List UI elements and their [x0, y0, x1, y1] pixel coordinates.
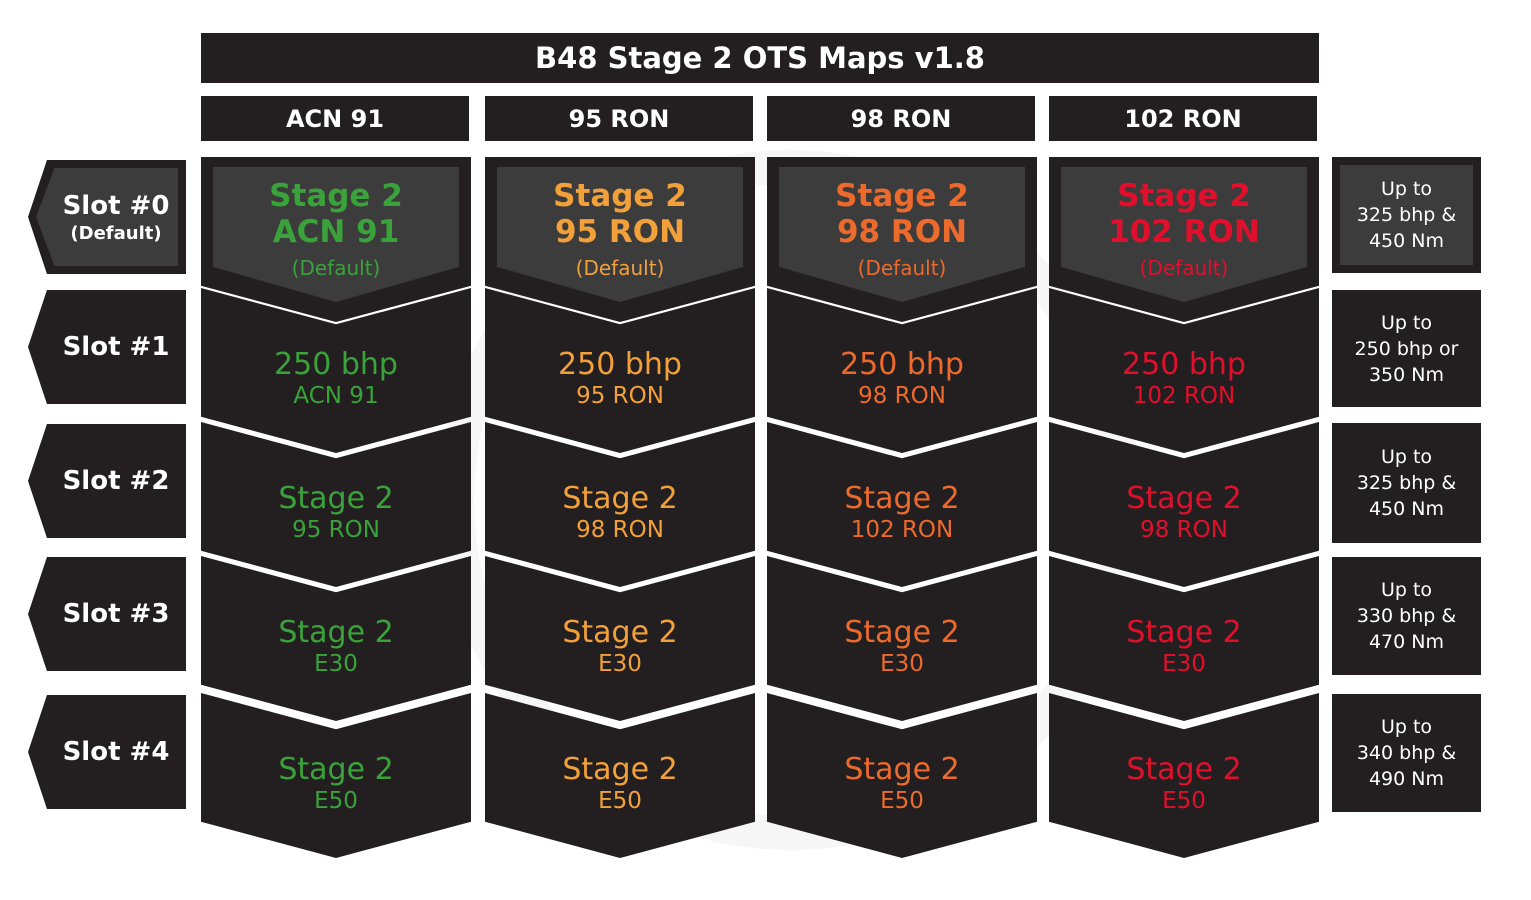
default-note: (Default): [857, 256, 947, 280]
map-fuel: ACN 91: [293, 383, 379, 409]
slot-name: Slot #0: [62, 190, 170, 221]
map-name: Stage 2: [844, 752, 960, 787]
map-name: Stage 2: [278, 752, 394, 787]
slot-name: Slot #2: [62, 466, 170, 496]
map-fuel: E30: [598, 651, 642, 677]
slot-0-fill: [36, 168, 178, 266]
default-note: (Default): [291, 256, 381, 280]
map-fuel: 102 RON: [850, 517, 954, 543]
slot-4-shape: [28, 695, 186, 809]
map-fuel: 95 RON: [576, 383, 664, 409]
map-fuel: 98 RON: [1140, 517, 1228, 543]
map-name: 250 bhp: [1122, 347, 1246, 382]
map-fuel: E50: [880, 788, 924, 814]
slot-label-3: Slot #3: [28, 557, 186, 671]
map-fuel: 102 RON: [1132, 383, 1236, 409]
slot-default-note: (Default): [70, 222, 162, 244]
power-spec-slot-3: Up to 330 bhp & 470 Nm: [1332, 557, 1481, 675]
column-header-2: 95 RON: [485, 96, 753, 141]
map-fuel: 98 RON: [858, 383, 946, 409]
slot-label-2: Slot #2: [28, 424, 186, 538]
page-title: B48 Stage 2 OTS Maps v1.8: [201, 33, 1319, 83]
map-name: 250 bhp: [840, 347, 964, 382]
default-note: (Default): [1139, 256, 1229, 280]
map-fuel: E50: [314, 788, 358, 814]
map-name: Stage 2: [562, 752, 678, 787]
column-header-3: 98 RON: [767, 96, 1035, 141]
slot-name: Slot #3: [62, 599, 170, 629]
map-name: Stage 2: [269, 178, 403, 214]
map-fuel: E30: [1162, 651, 1206, 677]
default-note: (Default): [575, 256, 665, 280]
map-name: Stage 2: [562, 615, 678, 650]
power-spec-slot-2: Up to 325 bhp & 450 Nm: [1332, 423, 1481, 543]
slot-name: Slot #1: [62, 332, 170, 362]
power-spec-slot-1: Up to 250 bhp or 350 Nm: [1332, 290, 1481, 407]
power-spec-text: Up to 250 bhp or 350 Nm: [1354, 311, 1459, 386]
map-name: Stage 2: [844, 615, 960, 650]
slot-2-shape: [28, 424, 186, 538]
slot-name: Slot #4: [62, 737, 170, 767]
power-spec-text: Up to 340 bhp & 490 Nm: [1356, 716, 1457, 790]
map-name: Stage 2: [553, 178, 687, 214]
map-name: Stage 2: [278, 615, 394, 650]
slot-1-shape: [28, 290, 186, 404]
slot-label-0: Slot #0(Default): [28, 160, 186, 274]
map-name: Stage 2: [1126, 481, 1242, 516]
map-fuel: 102 RON: [1108, 214, 1260, 250]
slot-3-shape: [28, 557, 186, 671]
power-spec-text: Up to 325 bhp & 450 Nm: [1356, 178, 1457, 252]
map-name: Stage 2: [278, 481, 394, 516]
power-spec-text: Up to 330 bhp & 470 Nm: [1356, 579, 1457, 653]
map-fuel: 95 RON: [292, 517, 380, 543]
map-fuel: E50: [1162, 788, 1206, 814]
power-spec-slot-0: Up to 325 bhp & 450 Nm: [1332, 157, 1481, 273]
map-name: Stage 2: [562, 481, 678, 516]
map-fuel: E30: [314, 651, 358, 677]
column-header-1: ACN 91: [201, 96, 469, 141]
spec-default-fill: [1340, 165, 1473, 265]
map-fuel: 95 RON: [554, 214, 686, 250]
power-spec-slot-4: Up to 340 bhp & 490 Nm: [1332, 694, 1481, 812]
map-fuel: E50: [598, 788, 642, 814]
map-name: Stage 2: [1117, 178, 1251, 214]
map-fuel: ACN 91: [272, 214, 400, 250]
map-name: Stage 2: [1126, 752, 1242, 787]
slot-label-1: Slot #1: [28, 290, 186, 404]
slot-label-4: Slot #4: [28, 695, 186, 809]
map-fuel: E30: [880, 651, 924, 677]
map-name: 250 bhp: [274, 347, 398, 382]
power-spec-text: Up to 325 bhp & 450 Nm: [1356, 446, 1457, 520]
map-fuel: 98 RON: [576, 517, 664, 543]
column-header-4: 102 RON: [1049, 96, 1317, 141]
map-name: 250 bhp: [558, 347, 682, 382]
map-name: Stage 2: [844, 481, 960, 516]
map-fuel: 98 RON: [836, 214, 968, 250]
map-name: Stage 2: [1126, 615, 1242, 650]
map-name: Stage 2: [835, 178, 969, 214]
